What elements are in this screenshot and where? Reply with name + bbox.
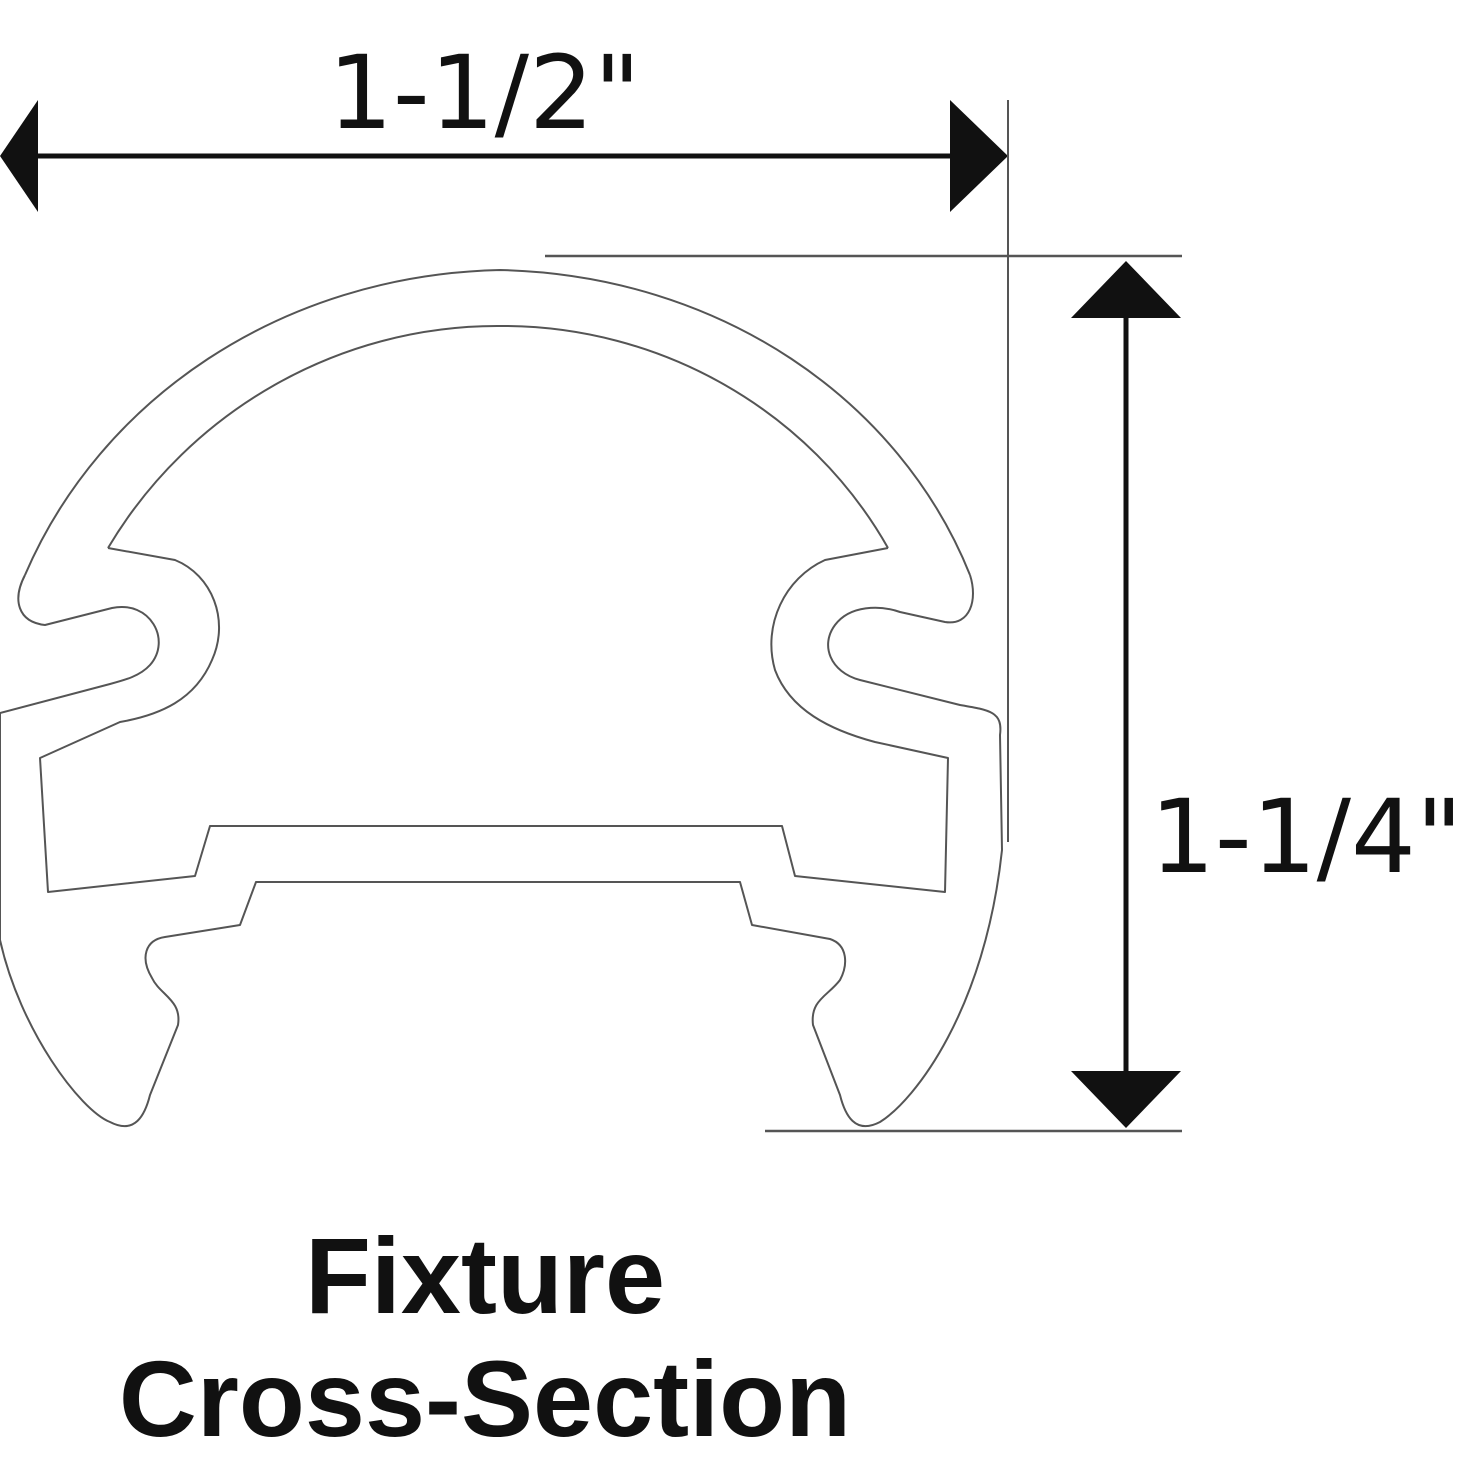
profile-outline [0,269,1003,1128]
height-label: 1-1/4" [1150,778,1463,897]
caption-line-1: Fixture [305,1215,665,1336]
width-dimension: 1-1/2" [0,34,1008,212]
width-arrow-left [0,100,38,212]
height-arrow-top [1071,261,1181,318]
width-label: 1-1/2" [328,34,641,153]
height-dimension: 1-1/4" [545,254,1463,1133]
outer-dome [24,269,971,576]
inner-dome [107,324,889,549]
height-arrow-bottom [1071,1071,1181,1128]
left-side-profile [0,574,1003,1128]
caption-line-2: Cross-Section [119,1338,851,1459]
caption: Fixture Cross-Section [119,1215,851,1459]
left-inner-notch [39,547,949,893]
width-arrow-right [950,100,1008,212]
